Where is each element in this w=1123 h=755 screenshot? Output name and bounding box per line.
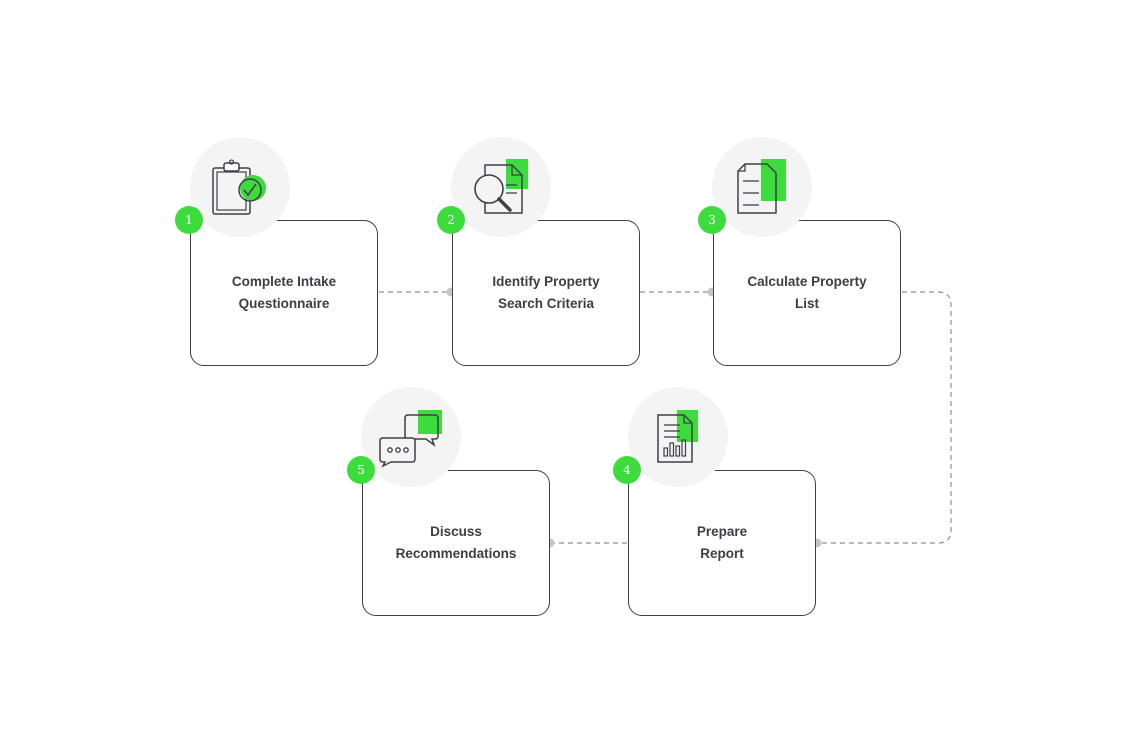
step-title-line: Questionnaire — [238, 296, 330, 311]
step-card-1: Complete Intake Questionnaire — [190, 220, 378, 366]
chat-bubbles-icon — [379, 410, 442, 468]
step-number-badge: 2 — [437, 206, 465, 234]
step-title: Identify Property Search Criteria — [453, 271, 639, 315]
clipboard-check-icon — [212, 159, 266, 215]
document-list-icon — [737, 159, 786, 214]
step-title-line: Calculate Property — [747, 274, 867, 289]
report-chart-icon — [657, 410, 698, 463]
step-title: Discuss Recommendations — [363, 521, 549, 565]
step-number-badge: 1 — [175, 206, 203, 234]
step-title: Calculate Property List — [714, 271, 900, 315]
step-card-4: Prepare Report — [628, 470, 816, 616]
icon-circle — [361, 387, 461, 487]
step-title-line: Prepare — [696, 524, 748, 539]
step-card-5: Discuss Recommendations — [362, 470, 550, 616]
icon-circle — [712, 137, 812, 237]
step-number-badge: 3 — [698, 206, 726, 234]
icon-circle — [451, 137, 551, 237]
icon-circle — [628, 387, 728, 487]
step-title-line: Discuss — [430, 524, 482, 539]
step-title-line: Report — [700, 546, 744, 561]
step-number-badge: 5 — [347, 456, 375, 484]
step-title-line: Identify Property — [492, 274, 600, 289]
icon-circle — [190, 137, 290, 237]
step-title: Complete Intake Questionnaire — [191, 271, 377, 315]
step-title-line: Recommendations — [395, 546, 517, 561]
step-title-line: Complete Intake — [231, 274, 337, 289]
step-number-badge: 4 — [613, 456, 641, 484]
step-card-2: Identify Property Search Criteria — [452, 220, 640, 366]
step-title: Prepare Report — [629, 521, 815, 565]
step-title-line: Search Criteria — [497, 296, 595, 311]
connector-3-4 — [817, 291, 952, 544]
step-card-3: Calculate Property List — [713, 220, 901, 366]
document-search-icon — [474, 159, 528, 214]
step-title-line: List — [794, 296, 819, 311]
